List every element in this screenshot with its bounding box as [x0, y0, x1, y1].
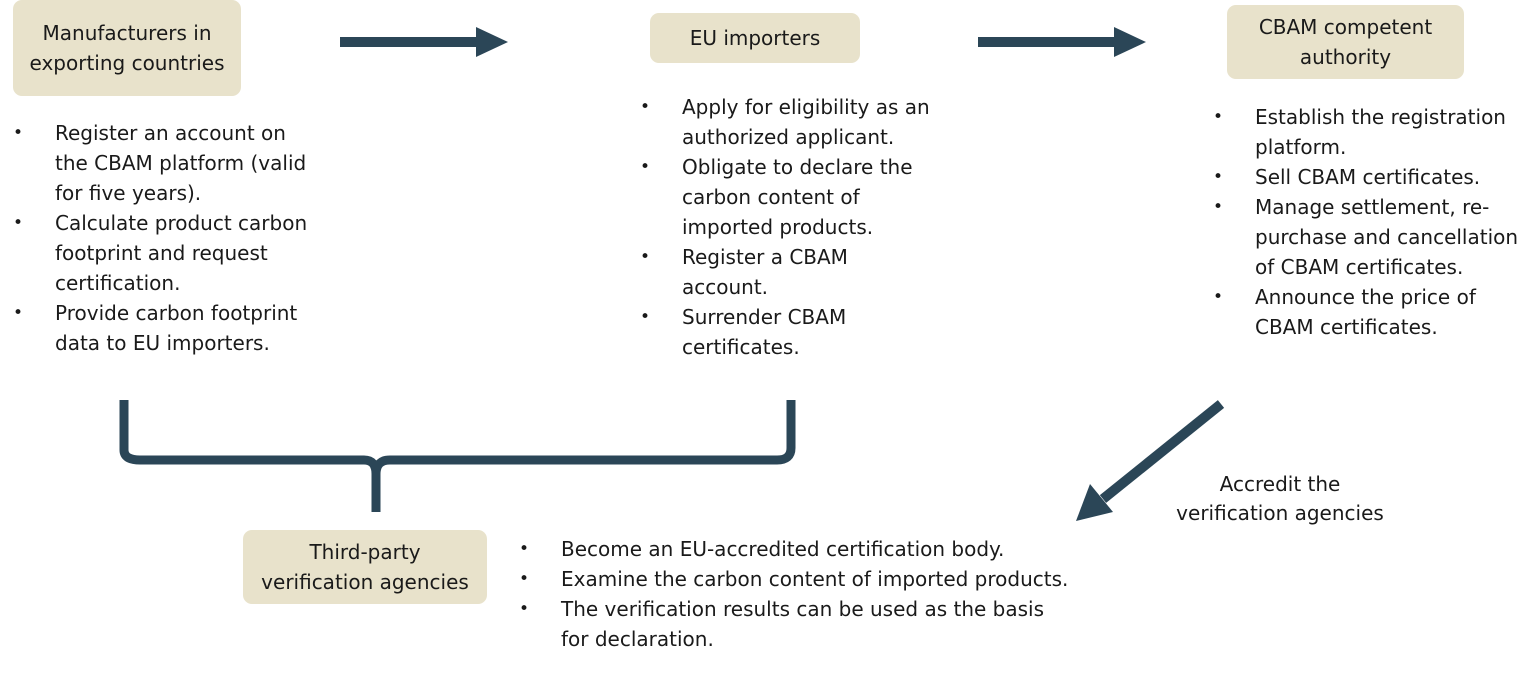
list-item: Obligate to declare the carbon content o… — [640, 152, 940, 242]
list-item: Register an account on the CBAM platform… — [13, 118, 323, 208]
node-title-line: authority — [1299, 45, 1392, 69]
node-title-line: verification agencies — [261, 570, 469, 594]
list-item: Manage settlement, re-purchase and cance… — [1213, 192, 1519, 282]
list-item: Register a CBAM account. — [640, 242, 940, 302]
list-item: Apply for eligibility as an authorized a… — [640, 92, 940, 152]
list-item: Become an EU-accredited certification bo… — [519, 534, 1079, 564]
node-authority: CBAM competent authority — [1227, 5, 1464, 79]
importers-bullet-list: Apply for eligibility as an authorized a… — [640, 92, 940, 362]
list-item: Announce the price of CBAM certificates. — [1213, 282, 1519, 342]
brace-connector — [119, 400, 796, 512]
verifiers-bullet-list: Become an EU-accredited certification bo… — [519, 534, 1079, 654]
list-item: Surrender CBAM certificates. — [640, 302, 940, 362]
accredit-edge-label: Accredit the verification agencies — [1160, 470, 1400, 528]
node-manufacturers: Manufacturers in exporting countries — [13, 0, 241, 96]
node-title-line: CBAM competent — [1258, 15, 1433, 39]
arrow-importers-to-authority — [978, 27, 1146, 57]
list-item: Provide carbon footprint data to EU impo… — [13, 298, 323, 358]
node-title-line: EU importers — [689, 26, 821, 50]
list-item: Calculate product carbon footprint and r… — [13, 208, 323, 298]
manufacturers-bullet-list: Register an account on the CBAM platform… — [13, 118, 323, 358]
list-item: Sell CBAM certificates. — [1213, 162, 1519, 192]
node-verifiers: Third-party verification agencies — [243, 530, 487, 604]
edge-label-line: verification agencies — [1176, 501, 1384, 525]
arrow-manufacturers-to-importers — [340, 27, 508, 57]
node-title-line: exporting countries — [29, 51, 225, 75]
node-title-line: Third-party — [309, 540, 421, 564]
list-item: The verification results can be used as … — [519, 594, 1051, 654]
list-item: Examine the carbon content of imported p… — [519, 564, 1079, 594]
node-title-line: Manufacturers in — [42, 21, 212, 45]
edge-label-line: Accredit the — [1219, 472, 1341, 496]
authority-bullet-list: Establish the registration platform. Sel… — [1213, 102, 1519, 342]
node-importers: EU importers — [650, 13, 860, 63]
arrow-authority-to-verifiers — [1076, 400, 1225, 521]
list-item: Establish the registration platform. — [1213, 102, 1519, 162]
